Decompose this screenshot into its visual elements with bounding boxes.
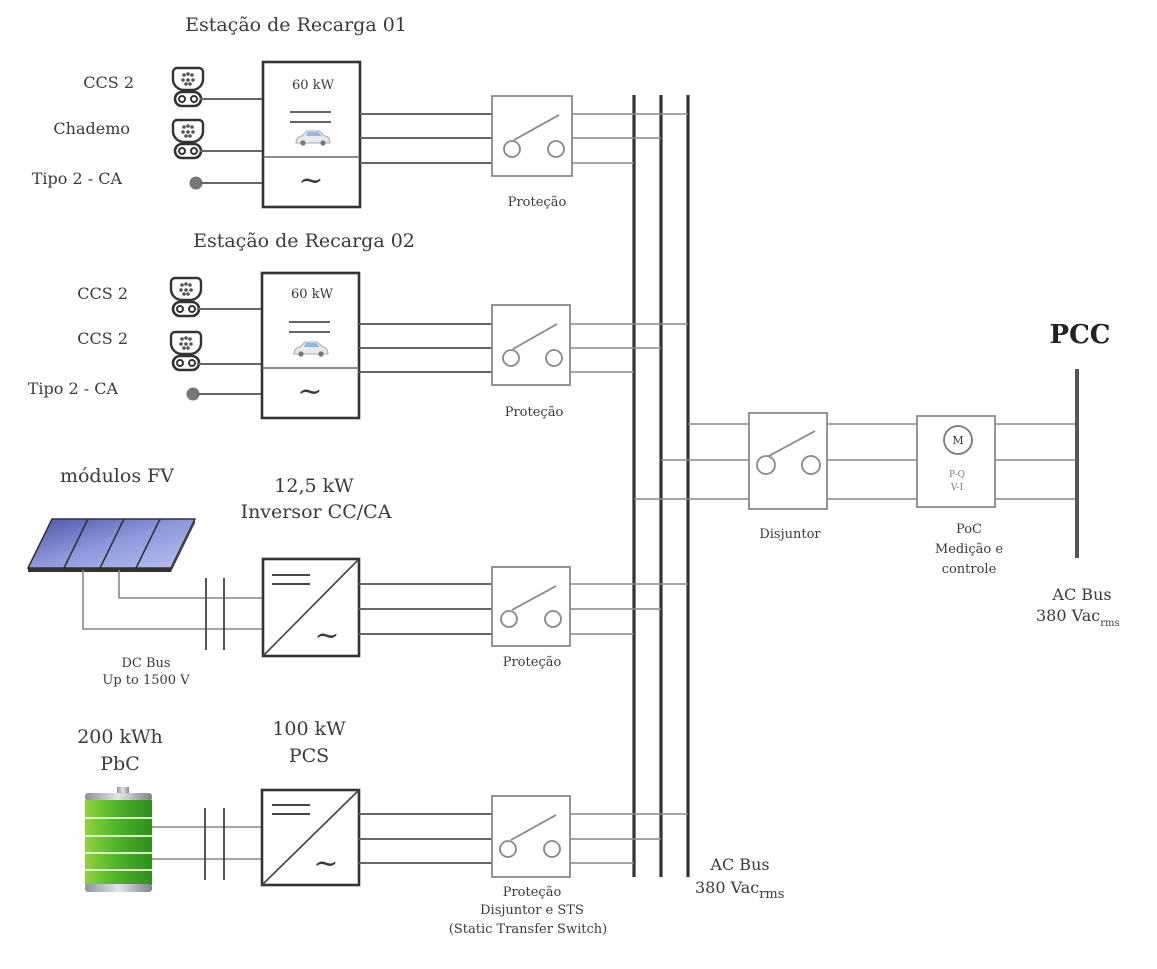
protection-switch <box>491 95 573 177</box>
battery-chemistry: PbC <box>100 753 139 775</box>
ac-symbol-icon: ~ <box>297 374 322 409</box>
protection-label: Proteção <box>505 405 564 420</box>
type2-ac-socket-icon <box>189 176 203 190</box>
chademo-plug-icon <box>171 118 205 160</box>
breaker-label: Disjuntor <box>759 527 821 542</box>
inverter-power: 12,5 kW <box>274 475 354 497</box>
meter-vi: V-I <box>950 483 964 493</box>
charging-station-01: Estação de Recarga 01 CCS 2 Chademo Tipo… <box>32 14 688 210</box>
ccs2-plug-icon <box>169 276 203 318</box>
battery-branch: 200 kWh PbC 100 kW PCS ~ Proteção D <box>77 718 688 937</box>
ac-symbol-icon: ~ <box>314 618 339 653</box>
sts-protection-switch <box>491 795 571 878</box>
ac-bus-label: AC Bus 380 Vacrms <box>695 855 784 902</box>
pcc-bus-voltage: 380 Vacrms <box>1036 606 1120 629</box>
charger-power: 60 kW <box>291 287 334 302</box>
connector-label: Tipo 2 - CA <box>28 379 119 398</box>
protection-label: Proteção <box>503 655 562 670</box>
pv-modules-title: módulos FV <box>60 465 174 487</box>
protection-label: Proteção <box>508 195 567 210</box>
ac-symbol-icon: ~ <box>313 846 338 881</box>
dc-bus-label: DC Bus <box>121 656 170 671</box>
poc-measure-label: Medição e <box>935 542 1003 557</box>
grid-connection: Disjuntor M P-Q V-I PoC Medição e contro… <box>634 320 1120 629</box>
battery-capacity: 200 kWh <box>77 726 163 748</box>
sts-full-name: (Static Transfer Switch) <box>449 922 607 937</box>
charging-station-02: Estação de Recarga 02 CCS 2 CCS 2 Tipo 2… <box>28 230 688 420</box>
connector-label: Chademo <box>53 119 130 138</box>
connector-label: CCS 2 <box>77 329 128 348</box>
connector-label: CCS 2 <box>77 284 128 303</box>
ccs2-plug-icon <box>171 66 205 108</box>
meter-symbol: M <box>952 434 963 447</box>
pcc-title: PCC <box>1050 320 1111 350</box>
poc-title: PoC <box>956 522 982 537</box>
connector-label: CCS 2 <box>83 73 134 92</box>
charger-power: 60 kW <box>292 78 335 93</box>
connector-label: Tipo 2 - CA <box>32 169 123 188</box>
type2-ac-socket-icon <box>186 387 200 401</box>
ccs2-plug-icon <box>169 330 203 372</box>
protection-switch <box>491 304 571 386</box>
pcs-power: 100 kW <box>272 718 346 740</box>
protection-switch <box>491 566 571 647</box>
poc-control-label: controle <box>942 562 997 577</box>
meter-icon <box>943 425 973 455</box>
ac-symbol-icon: ~ <box>298 163 323 198</box>
station-02-title: Estação de Recarga 02 <box>193 230 415 252</box>
ac-bus-voltage: 380 Vacrms <box>695 878 784 902</box>
pv-branch: módulos FV 12,5 kW Inversor CC/CA DC Bus… <box>26 465 688 688</box>
pcc-bus-title: AC Bus <box>1051 585 1111 604</box>
dc-bus-voltage: Up to 1500 V <box>102 673 190 688</box>
solar-panel-icon <box>26 518 197 572</box>
pcs-label: PCS <box>289 745 329 767</box>
meter-pq: P-Q <box>949 470 965 480</box>
sts-protection-label: Proteção <box>503 885 562 900</box>
station-01-title: Estação de Recarga 01 <box>185 14 407 36</box>
ac-bus-title: AC Bus <box>709 855 769 874</box>
battery-icon <box>85 787 152 892</box>
inverter-label: Inversor CC/CA <box>241 501 392 523</box>
sts-breaker-label: Disjuntor e STS <box>480 903 584 918</box>
